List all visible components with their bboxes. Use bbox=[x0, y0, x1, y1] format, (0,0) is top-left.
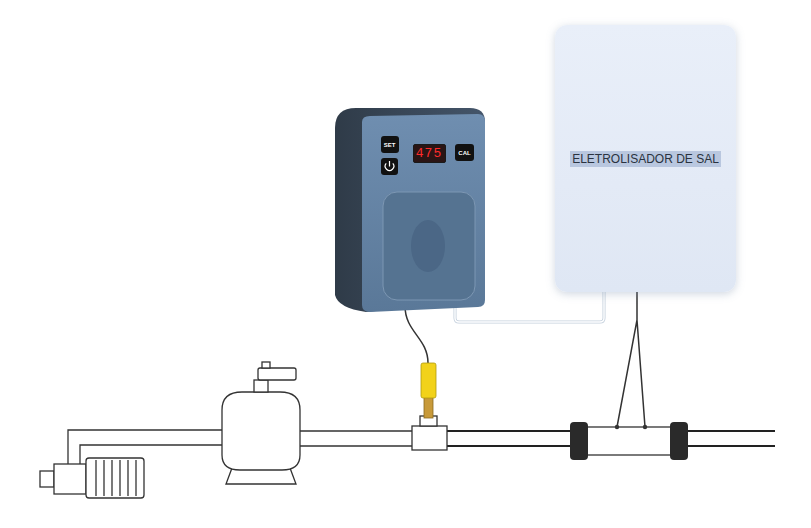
dosing-controller bbox=[335, 108, 485, 312]
node-label: SET bbox=[384, 142, 396, 148]
node-label: 475 bbox=[416, 146, 442, 161]
electrolysis-cell bbox=[570, 422, 688, 460]
digital-display: 475 bbox=[413, 144, 446, 163]
node-label: ELETROLISADOR DE SAL bbox=[570, 151, 721, 167]
probe-fitting bbox=[412, 363, 447, 450]
set-button: SET bbox=[381, 136, 399, 153]
sand-filter bbox=[222, 362, 300, 484]
cables bbox=[405, 290, 645, 427]
cal-button: CAL bbox=[455, 144, 474, 161]
node-label: CAL bbox=[458, 150, 470, 156]
electrolyser-panel: ELETROLISADOR DE SAL bbox=[555, 25, 736, 292]
pump-motor bbox=[40, 458, 144, 498]
